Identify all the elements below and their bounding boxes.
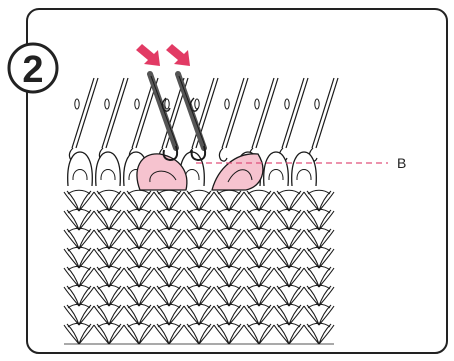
needle-latch (75, 99, 79, 109)
step-number: 2 (22, 49, 43, 91)
needle-latch (225, 99, 229, 109)
needle-latch (255, 99, 259, 109)
needle-latch (315, 99, 319, 109)
needle-latch (135, 99, 139, 109)
needle-latch (285, 99, 289, 109)
needle-latch (195, 99, 199, 109)
needle-latch (165, 99, 169, 109)
step-number-badge: 2 (9, 44, 57, 92)
needle-latch (105, 99, 109, 109)
callout-label: B (397, 155, 406, 171)
